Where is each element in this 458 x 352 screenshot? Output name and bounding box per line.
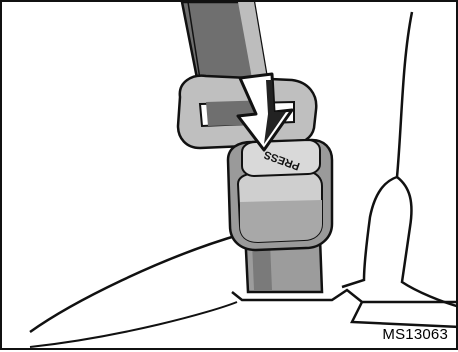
seat-base-line [30,302,237,347]
seat-rail-lower [352,302,458,327]
seat-side-bracket [342,177,397,287]
seat-cushion-line [30,234,242,332]
seat-back-line [397,12,412,177]
figure-code: MS13063 [382,326,448,343]
seat-side-bracket-inner [397,177,458,307]
buckle-body-shadow [240,200,322,242]
